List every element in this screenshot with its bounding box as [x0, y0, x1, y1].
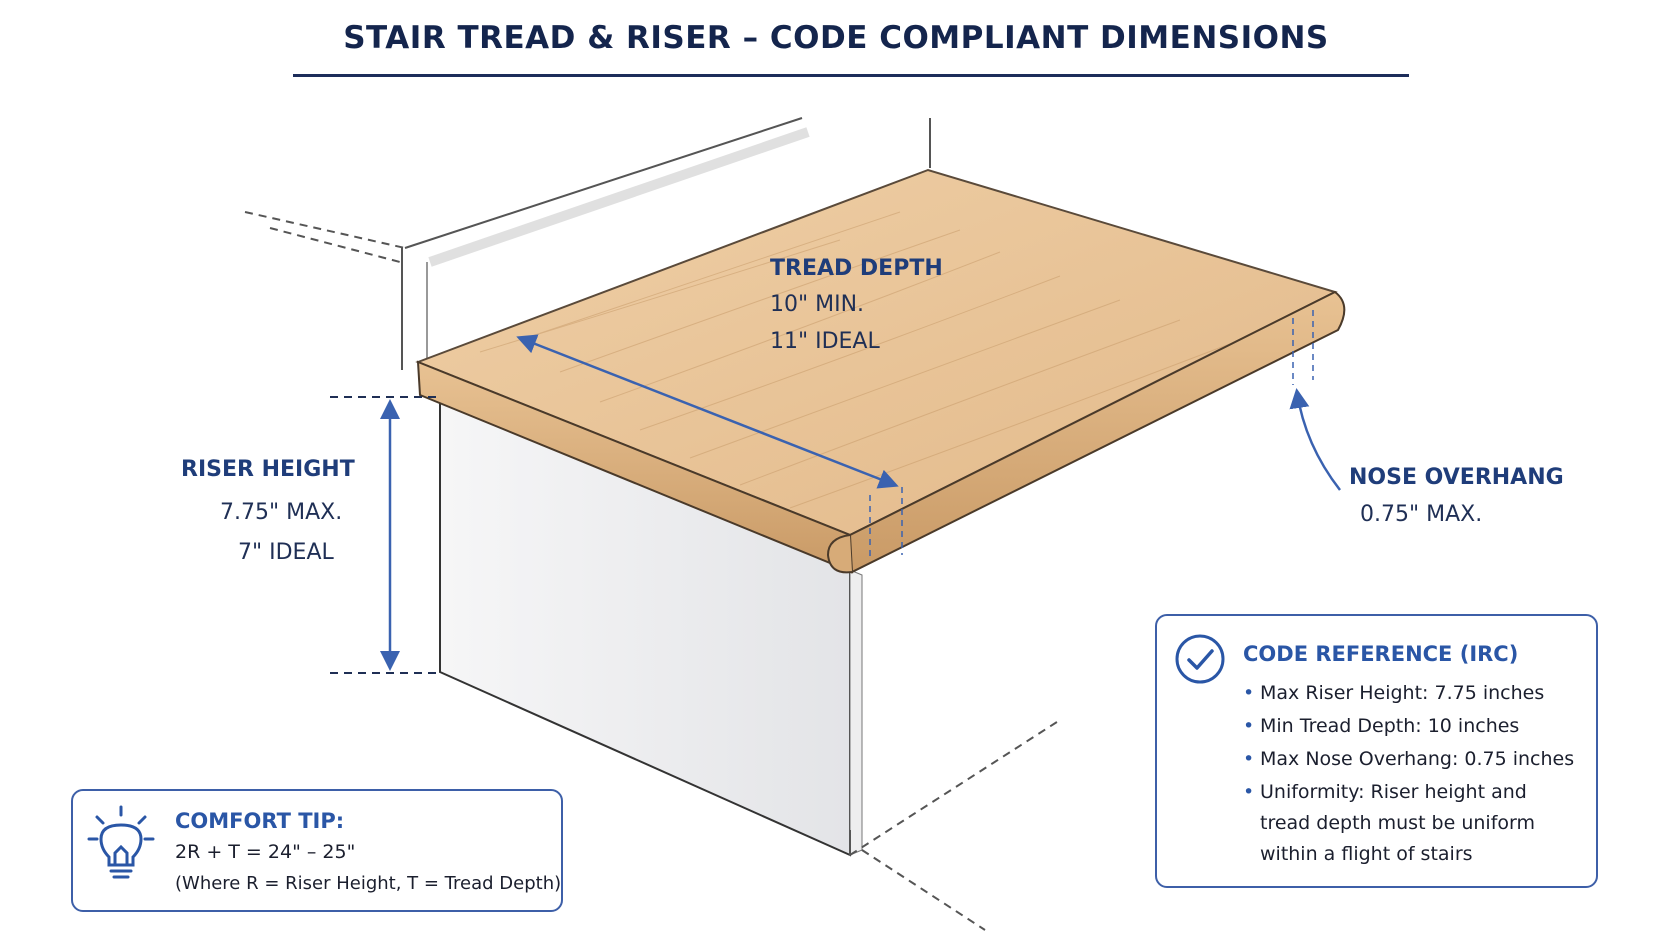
code-item-min-tread: Min Tread Depth: 10 inches — [1260, 715, 1520, 737]
checkmark-circle-icon — [1175, 634, 1225, 684]
tread-depth-ideal: 11" IDEAL — [770, 329, 880, 354]
tread-dimension — [516, 334, 903, 560]
bullet-marker: • — [1243, 781, 1255, 803]
comfort-tip-title: COMFORT TIP: — [175, 809, 345, 833]
tread-depth-min: 10" MIN. — [770, 292, 865, 317]
comfort-tip-note: (Where R = Riser Height, T = Tread Depth… — [175, 873, 562, 894]
riser-height-max: 7.75" MAX. — [220, 500, 343, 525]
code-item-max-nose: Max Nose Overhang: 0.75 inches — [1260, 748, 1575, 770]
page-title: STAIR TREAD & RISER – CODE COMPLIANT DIM… — [343, 20, 1329, 56]
title-underline — [293, 74, 1409, 77]
bullet-marker: • — [1243, 715, 1255, 737]
code-item-uniformity-line2: tread depth must be uniform — [1260, 812, 1536, 834]
nose-dimension — [1289, 310, 1341, 491]
tread-depth-label: TREAD DEPTH — [770, 256, 943, 281]
floor-lines — [849, 719, 1061, 931]
nose-overhang-label: NOSE OVERHANG — [1349, 465, 1564, 490]
riser-height-label: RISER HEIGHT — [181, 457, 355, 482]
riser-height-ideal: 7" IDEAL — [238, 540, 334, 565]
code-item-max-riser: Max Riser Height: 7.75 inches — [1260, 682, 1545, 704]
code-item-uniformity-line3: within a flight of stairs — [1260, 843, 1473, 865]
lightbulb-icon — [87, 805, 155, 879]
comfort-tip-box: COMFORT TIP: 2R + T = 24" – 25" (Where R… — [71, 789, 563, 912]
bullet-marker: • — [1243, 682, 1255, 704]
nose-overhang-max: 0.75" MAX. — [1360, 502, 1483, 527]
riser-dimension — [330, 396, 440, 674]
upper-step — [244, 117, 931, 370]
comfort-tip-formula: 2R + T = 24" – 25" — [175, 841, 356, 863]
bullet-marker: • — [1243, 748, 1255, 770]
code-item-uniformity-line1: Uniformity: Riser height and — [1260, 781, 1527, 803]
code-reference-title: CODE REFERENCE (IRC) — [1243, 642, 1519, 666]
code-reference-box: CODE REFERENCE (IRC) • Max Riser Height:… — [1155, 614, 1598, 888]
